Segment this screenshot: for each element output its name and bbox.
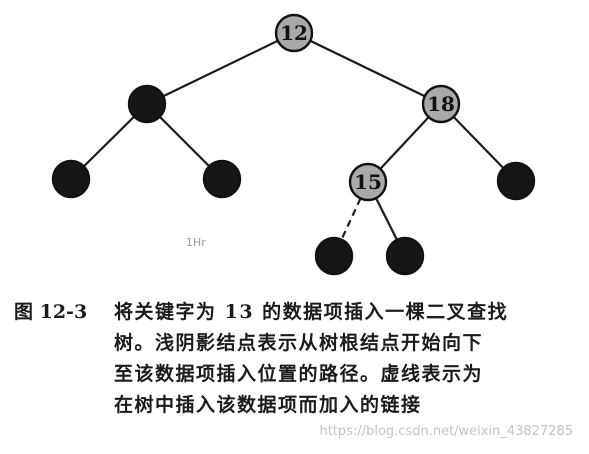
watermark-url: https://blog.csdn.net/weixin_43827285 [319, 424, 573, 439]
tree-node-nLL [51, 159, 91, 199]
stray-mark-text: 1Hr [186, 236, 206, 249]
caption-text: 将关键字为 13 的数据项插入一棵二叉查找 树。浅阴影结点表示从树根结点开始向下… [114, 297, 580, 421]
tree-node-n15: 15 [348, 162, 388, 202]
binary-search-tree-diagram: 12 18 15 1Hr [51, 13, 536, 276]
caption-line-2: 树。浅阴影结点表示从树根结点开始向下 [114, 332, 484, 354]
tree-edge-n18-n15 [379, 116, 430, 170]
tree-edge-n15-n15L-dashed [340, 197, 362, 241]
tree-edge-nL-nLL [83, 115, 135, 168]
tree-nodes: 12 18 15 [51, 13, 536, 276]
tree-node-n15R [385, 236, 425, 276]
tree-node-n18: 18 [421, 84, 461, 124]
caption-line-1: 将关键字为 13 的数据项插入一棵二叉查找 [114, 301, 509, 323]
tree-edge-n12-nL [162, 39, 279, 98]
tree-node-label: 18 [427, 92, 455, 116]
tree-edge-nL-nLR [158, 115, 211, 168]
tree-node-n18R [496, 161, 536, 201]
tree-node-circle [51, 159, 91, 199]
figure-caption: 图 12-3 将关键字为 13 的数据项插入一棵二叉查找 树。浅阴影结点表示从树… [14, 297, 580, 421]
tree-node-circle [274, 13, 314, 53]
tree-node-circle [202, 159, 242, 199]
tree-edge-n12-n18 [309, 39, 426, 98]
tree-node-label: 15 [354, 170, 382, 194]
tree-node-n15L [314, 236, 354, 276]
tree-node-circle [348, 162, 388, 202]
tree-node-nL [127, 84, 167, 124]
tree-node-circle [385, 236, 425, 276]
tree-node-circle [496, 161, 536, 201]
tree-edges [83, 39, 505, 241]
tree-node-label: 12 [280, 21, 308, 45]
caption-line-3: 至该数据项插入位置的路径。虚线表示为 [114, 363, 484, 385]
tree-node-nLR [202, 159, 242, 199]
tree-node-circle [314, 236, 354, 276]
tree-node-circle [421, 84, 461, 124]
caption-line-4: 在树中插入该数据项而加入的链接 [114, 394, 422, 416]
tree-edge-n18-n18R [452, 116, 505, 169]
tree-node-n12: 12 [274, 13, 314, 53]
figure-number: 图 12-3 [14, 301, 88, 323]
tree-node-circle [127, 84, 167, 124]
tree-edge-n15-n15R [375, 197, 398, 241]
